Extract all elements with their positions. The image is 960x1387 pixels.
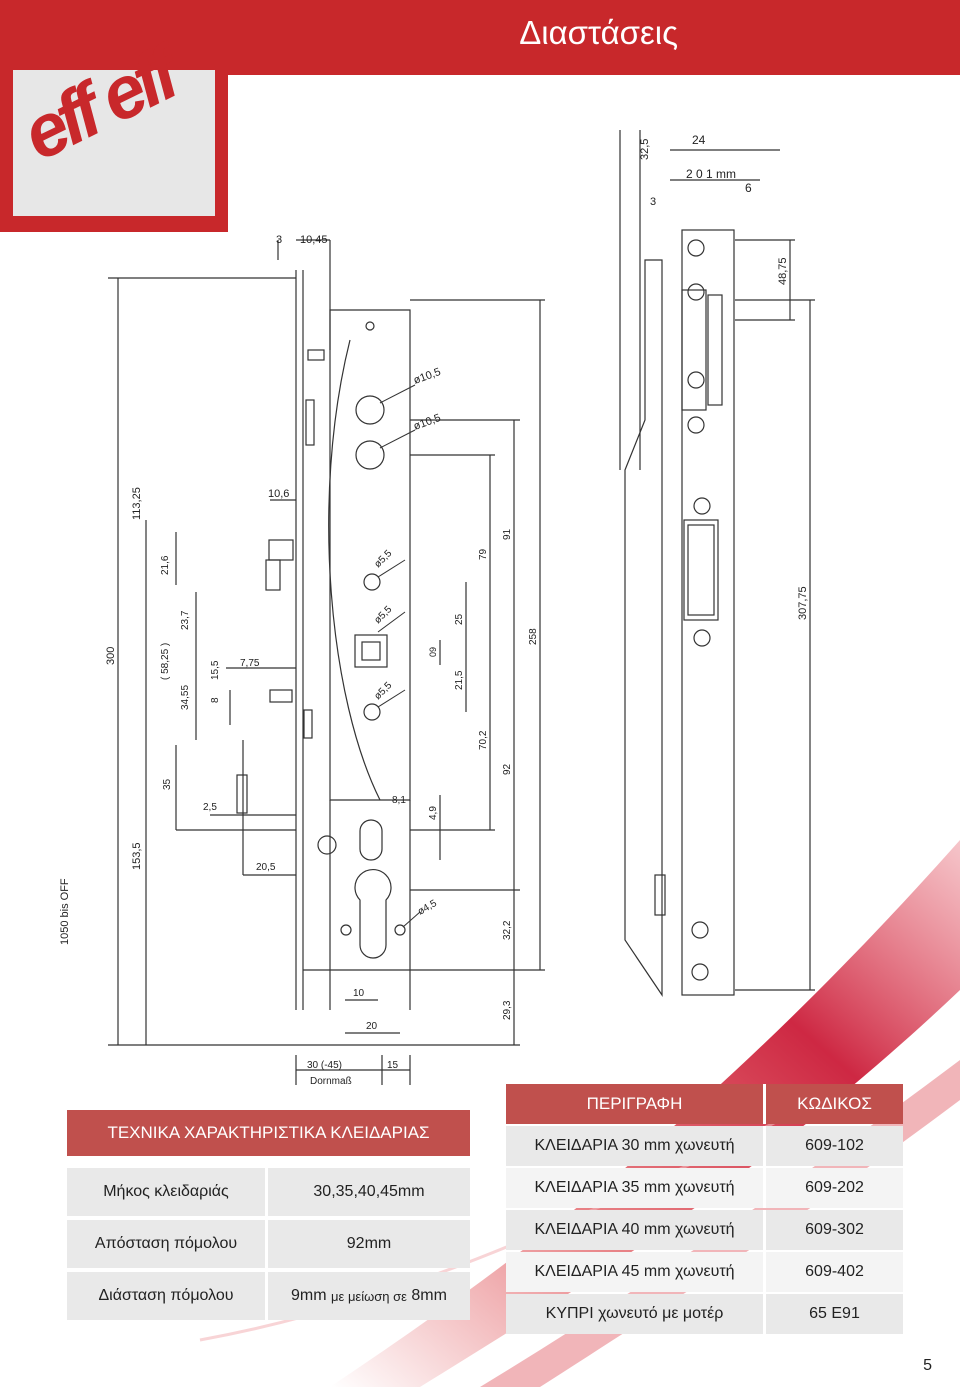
table-row: ΚΛΕΙΔΑΡΙΑ 30 mm χωνευτή 609-102 [506,1126,903,1166]
table-row: ΚΛΕΙΔΑΡΙΑ 35 mm χωνευτή 609-202 [506,1168,903,1208]
dim-label: 23,7 [180,610,191,630]
spec-label: Απόσταση πόμολου [67,1220,268,1268]
dim-label: Dornmaß [310,1076,352,1087]
dim-label: 32,5 [639,139,651,160]
product-code: 609-202 [766,1168,903,1208]
dim-label: 3 [276,234,282,246]
spec-table-title: ΤΕΧΝΙΚΑ ΧΑΡΑΚΤΗΡΙΣΤΙΚΑ ΚΛΕΙΔΑΡΙΑΣ [67,1110,470,1156]
product-description: ΚΛΕΙΔΑΡΙΑ 30 mm χωνευτή [506,1126,766,1166]
product-description: ΚΛΕΙΔΑΡΙΑ 35 mm χωνευτή [506,1168,766,1208]
dim-label: 153,5 [131,842,143,870]
logo: eff eff [0,0,228,232]
dim-label: 21,5 [454,670,465,690]
table-row: Μήκος κλειδαριάς 30,35,40,45mm [67,1168,470,1216]
dim-label: 25 [454,613,465,625]
table-row: ΚΥΠΡΙ χωνευτό με μοτέρ 65 E91 [506,1294,903,1334]
dim-label: ø10,5 [412,412,443,433]
dim-label: 09 [428,647,438,657]
dim-label: 29,3 [502,1000,513,1020]
dim-label: 6 [745,181,752,195]
dim-label: 8,1 [392,795,406,806]
table-row: ΚΛΕΙΔΑΡΙΑ 45 mm χωνευτή 609-402 [506,1252,903,1292]
column-header-description: ΠΕΡΙΓΡΑΦΗ [506,1084,766,1124]
dim-label: 15 [387,1060,399,1071]
spec-table: ΤΕΧΝΙΚΑ ΧΑΡΑΚΤΗΡΙΣΤΙΚΑ ΚΛΕΙΔΑΡΙΑΣ Μήκος … [67,1110,470,1320]
dim-label: 258 [528,628,539,645]
dim-label: 20 [366,1021,378,1032]
dim-label: 34,55 [180,685,191,710]
product-description: ΚΛΕΙΔΑΡΙΑ 45 mm χωνευτή [506,1252,766,1292]
product-code: 609-302 [766,1210,903,1250]
dim-label: ø10,5 [412,366,443,387]
dim-label: 8 [210,697,221,703]
technical-drawing: 3 10,45 ø10,5 ø10,5 ø5,5 ø5,5 ø5,5 ø4,5 … [59,130,815,1087]
spec-value: 9mm με μείωση σε 8mm [268,1272,470,1320]
dim-label: 30 (-45) [307,1060,342,1071]
spec-value-note: με μείωση σε [331,1288,407,1304]
dim-label: 70,2 [478,730,489,750]
dim-label: 21,6 [160,555,171,575]
dim-label: 32,2 [502,920,513,940]
product-code: 609-402 [766,1252,903,1292]
spec-value: 30,35,40,45mm [268,1168,470,1216]
spec-value: 92mm [268,1220,470,1268]
page-title: Διαστάσεις [519,14,678,51]
dim-label: 2,5 [203,802,217,813]
dim-label: 92 [502,763,513,775]
dim-label: 79 [478,548,489,560]
table-header: ΠΕΡΙΓΡΑΦΗ ΚΩΔΙΚΟΣ [506,1084,903,1124]
dim-label: 300 [105,647,117,665]
dim-label: ( 58,25 ) [160,643,171,680]
dim-label: 91 [502,528,513,540]
table-row: Απόσταση πόμολου 92mm [67,1220,470,1268]
column-header-code: ΚΩΔΙΚΟΣ [766,1084,903,1124]
dim-label: 10 [353,988,365,999]
dim-label: 4,9 [428,806,439,820]
product-description: ΚΥΠΡΙ χωνευτό με μοτέρ [506,1294,766,1334]
dim-label: 7,75 [240,658,260,669]
logo-panel [13,70,215,216]
dim-label: 35 [162,778,173,790]
dim-label: ø5,5 [372,548,394,570]
dim-label: 15,5 [210,660,221,680]
spec-value-main: 9mm [291,1287,327,1304]
table-row: ΚΛΕΙΔΑΡΙΑ 40 mm χωνευτή 609-302 [506,1210,903,1250]
dim-label: 3 [650,196,656,208]
dim-label: 113,25 [131,487,143,520]
dim-label: 307,75 [797,586,809,620]
table-row: Διάσταση πόμολου 9mm με μείωση σε 8mm [67,1272,470,1320]
dim-label: ø4,5 [416,898,439,918]
product-description: ΚΛΕΙΔΑΡΙΑ 40 mm χωνευτή [506,1210,766,1250]
product-code: 65 E91 [766,1294,903,1334]
product-code-table: ΠΕΡΙΓΡΑΦΗ ΚΩΔΙΚΟΣ ΚΛΕΙΔΑΡΙΑ 30 mm χωνευτ… [506,1084,903,1334]
page-number: 5 [923,1357,932,1374]
spec-value-reduced: 8mm [411,1287,447,1304]
dim-label: 20,5 [256,862,276,873]
spec-label: Διάσταση πόμολου [67,1272,268,1320]
dim-label: 10,45 [300,234,328,246]
spec-label: Μήκος κλειδαριάς [67,1168,268,1216]
dim-label: 1050 bis OFF [59,878,71,945]
dim-label: 48,75 [777,257,789,285]
dim-label: 10,6 [268,488,289,500]
dim-label: 24 [692,133,706,147]
dim-label: 2 0 1 mm [686,167,736,181]
product-code: 609-102 [766,1126,903,1166]
